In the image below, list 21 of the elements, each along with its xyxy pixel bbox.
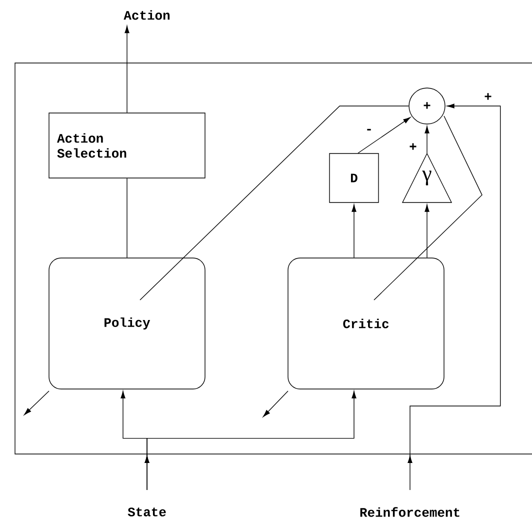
- sign-label: -: [364, 128, 374, 134]
- block-box: Action Selection: [48, 112, 206, 178]
- connector: [352, 204, 356, 258]
- connector: [358, 117, 411, 154]
- sign-label: +: [483, 92, 493, 102]
- terminal-label: Action: [124, 10, 170, 20]
- connector: [408, 104, 501, 490]
- block-box: D: [329, 153, 379, 203]
- terminal-label: State: [128, 508, 166, 516]
- summing-junction: +: [408, 88, 446, 124]
- module-box: Policy: [48, 258, 206, 390]
- connector: [126, 178, 128, 258]
- connector: [424, 204, 430, 258]
- connector: [140, 106, 410, 300]
- connector: [424, 126, 430, 154]
- connector: [374, 116, 482, 300]
- sign-label: +: [408, 142, 418, 152]
- module-box: Critic: [288, 258, 444, 390]
- terminal-label: Reinforcement: [360, 507, 460, 517]
- connector: [144, 390, 356, 490]
- connector: [124, 26, 130, 113]
